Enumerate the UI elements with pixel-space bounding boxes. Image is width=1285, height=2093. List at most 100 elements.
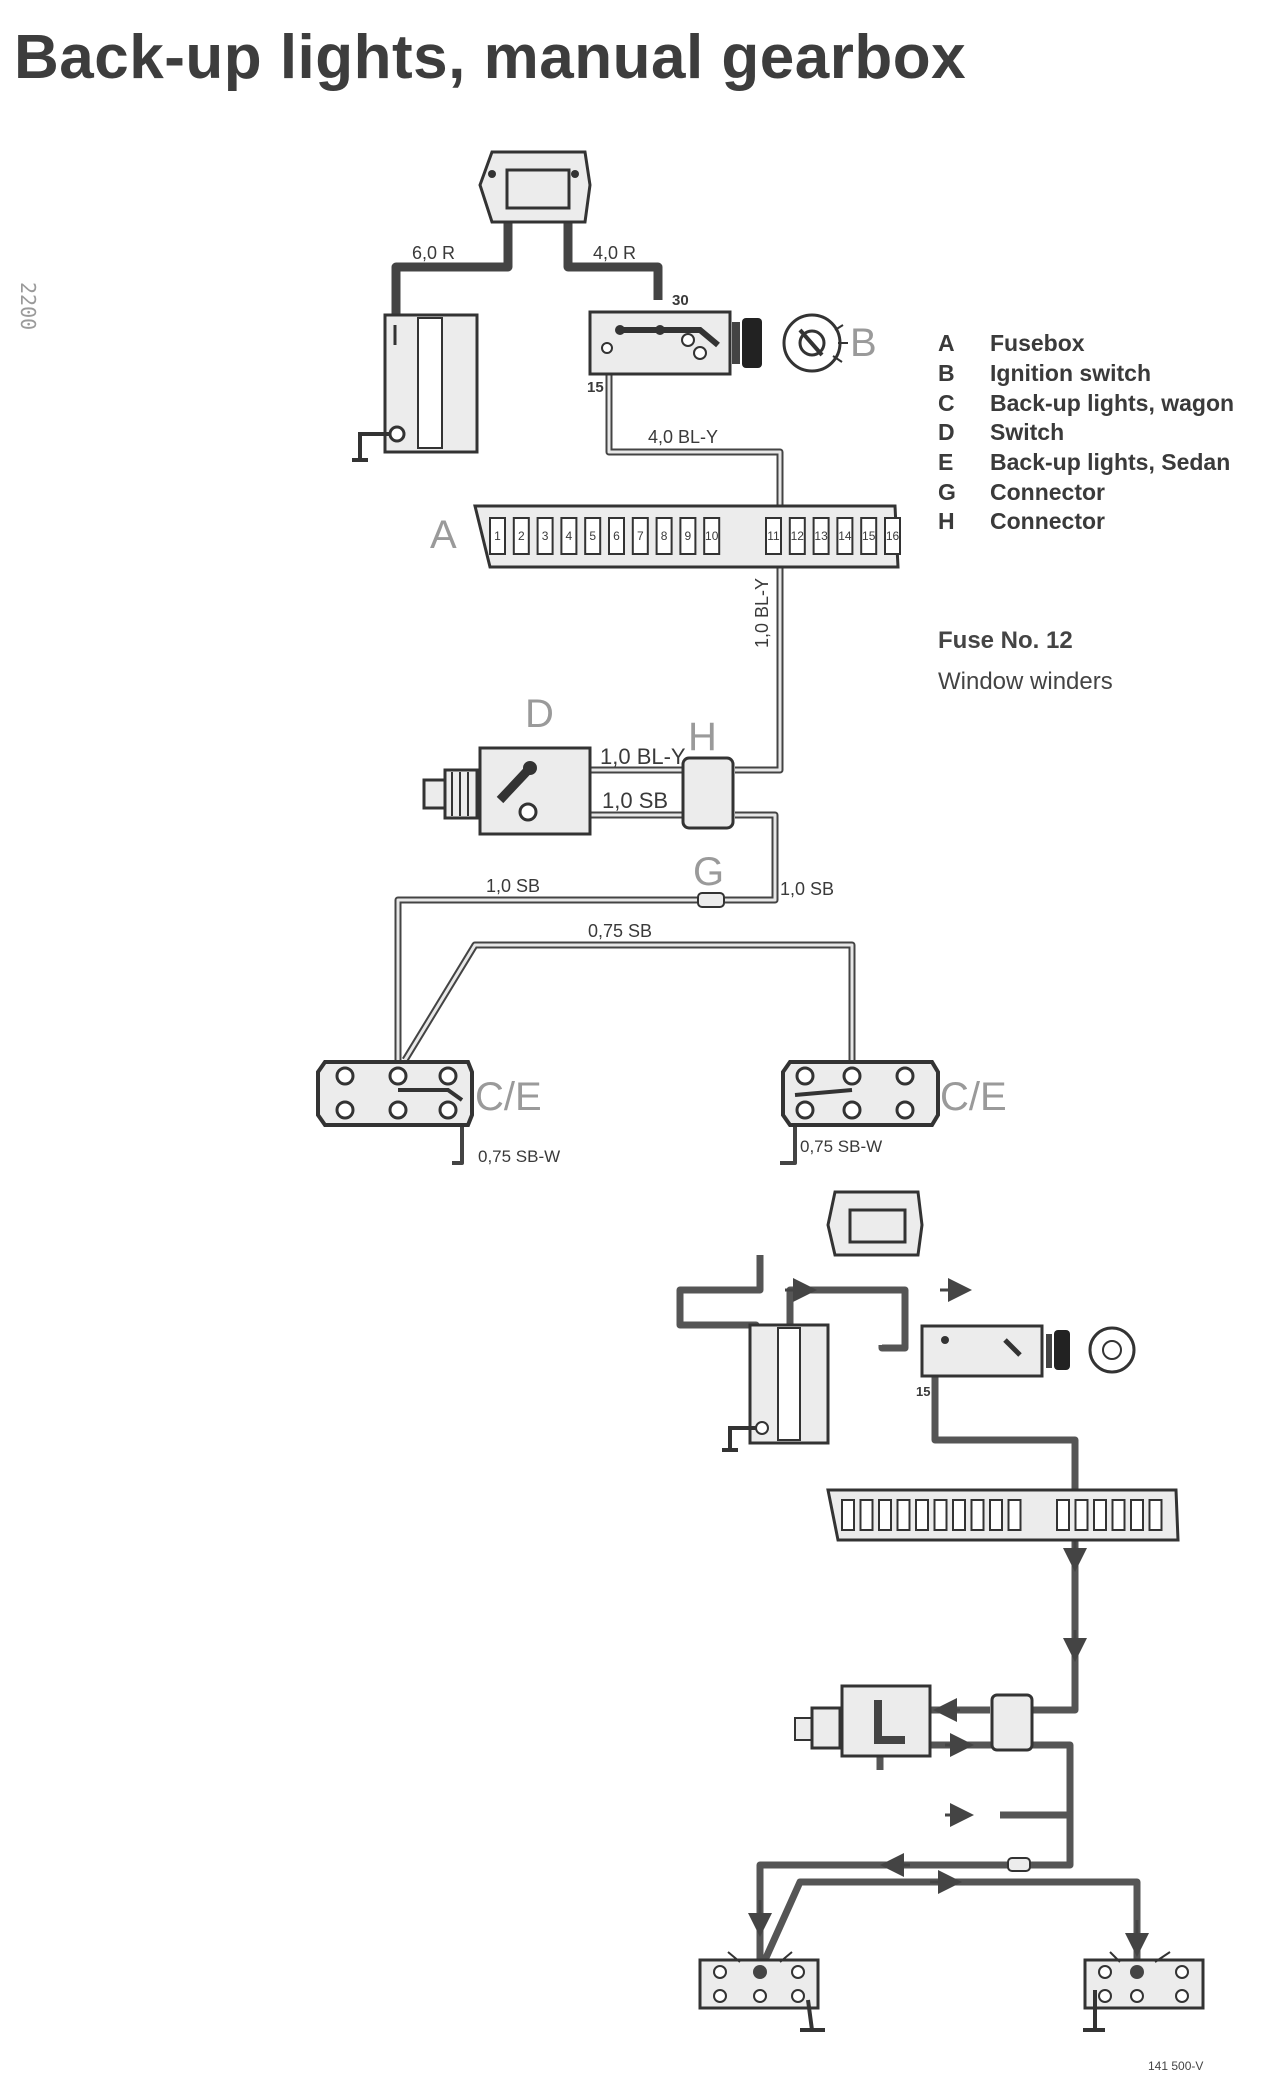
flow-arrows	[748, 1278, 1149, 1957]
fuse-number: 5	[589, 529, 596, 543]
terminal-30: 30	[672, 292, 689, 309]
lamp-right	[781, 1060, 940, 1127]
fuse-number: 1	[494, 529, 501, 543]
fuse-slot	[1148, 1499, 1163, 1531]
connector-h	[681, 756, 735, 830]
reverse-switch-lower	[794, 1684, 932, 1758]
legend-label: Switch	[990, 419, 1065, 446]
fuse-number: 10	[705, 529, 719, 543]
reference-code: 141 500-V	[1148, 2059, 1204, 2073]
lamp-right-letter: C/E	[940, 1075, 1007, 1119]
fuse-slot	[952, 1499, 966, 1531]
fuse-slot	[1056, 1499, 1070, 1531]
fuse-slot	[989, 1499, 1003, 1531]
fuse-slot	[560, 517, 578, 555]
fuse-slot	[812, 517, 830, 555]
legend-item-b: B Ignition switch	[938, 359, 1234, 389]
legend-item-h: H Connector	[938, 507, 1234, 537]
fuse-number: 11	[767, 529, 780, 543]
wire-label-10sb-right: 1,0 SB	[780, 879, 834, 899]
wire-label-075sbw-right: 0,75 SB-W	[800, 1137, 882, 1156]
fuse-slot	[1111, 1499, 1126, 1531]
connector-g-lower	[1007, 1857, 1031, 1872]
fuse-slot	[512, 517, 530, 555]
connector-g-letter: G	[693, 850, 724, 894]
legend-key: H	[938, 508, 955, 535]
fuse-slot	[584, 517, 602, 555]
fuse-number: 9	[685, 529, 692, 543]
wire-label-075sbw-left: 0,75 SB-W	[478, 1147, 560, 1166]
ignition-letter: B	[850, 321, 877, 365]
fuse-number: 16	[886, 529, 900, 543]
legend-item-d: D Switch	[938, 418, 1234, 448]
legend-key: E	[938, 449, 954, 476]
legend-label: Back-up lights, Sedan	[990, 449, 1231, 476]
fuse-slot	[1074, 1499, 1089, 1531]
fusebox-letter: A	[430, 513, 457, 557]
fuse-number: 7	[637, 529, 644, 543]
fuse-slot	[836, 517, 854, 555]
fuse-slot	[608, 517, 625, 555]
fuse-number: 13	[814, 529, 828, 543]
fuse-number: 15	[862, 529, 876, 543]
fuse-slot	[878, 1499, 892, 1531]
fuse-number: 14	[838, 529, 852, 543]
legend-key: B	[938, 360, 955, 387]
legend-label: Back-up lights, wagon	[990, 389, 1235, 416]
wire-label-40r: 4,0 R	[593, 243, 636, 263]
fuse-slot	[1007, 1499, 1022, 1531]
legend-item-e: E Back-up lights, Sedan	[938, 448, 1234, 478]
fuse-number: 8	[661, 529, 668, 543]
fuse-slot	[703, 517, 721, 555]
wire-label-10sb-switch: 1,0 SB	[602, 788, 668, 813]
wire-label-60r: 6,0 R	[412, 243, 455, 263]
battery	[352, 313, 479, 462]
wire-label-40bly: 4,0 BL-Y	[648, 427, 718, 447]
legend-label: Connector	[990, 478, 1105, 505]
fuse-slot	[655, 517, 673, 555]
ignition-switch	[588, 310, 848, 376]
fuse-slot	[679, 517, 697, 555]
fuse-number: 6	[613, 529, 620, 543]
wire-label-075sb: 0,75 SB	[588, 921, 652, 941]
fuse-description: Window winders	[938, 668, 1113, 695]
wire-label-10bly-vertical: 1,0 BL-Y	[752, 578, 772, 648]
wire-label-10bly-switch: 1,0 BL-Y	[600, 744, 686, 769]
fuse-number: 4	[566, 529, 573, 543]
legend-label: Connector	[990, 508, 1105, 535]
fuse-slot	[536, 517, 554, 555]
legend-key: D	[938, 419, 955, 446]
battery-lower	[722, 1323, 830, 1452]
fuse-slot	[1130, 1499, 1144, 1531]
fuse-slot	[884, 517, 901, 555]
fuse-number: 12	[791, 529, 805, 543]
fuse-slot	[841, 1499, 855, 1531]
fuse-title: Fuse No. 12	[938, 627, 1073, 654]
legend-key: A	[938, 330, 955, 357]
terminal-15-lower: 15	[916, 1384, 930, 1399]
terminal-15: 15	[587, 379, 604, 396]
legend-key: G	[938, 478, 956, 505]
legend-item-a: A Fusebox	[938, 329, 1234, 359]
fuse-number: 3	[542, 529, 549, 543]
fuse-number: 2	[518, 529, 525, 543]
fuse-slot	[765, 517, 782, 555]
fuse-slot	[896, 1499, 911, 1531]
legend-label: Fusebox	[990, 330, 1085, 357]
fuse-slot	[788, 517, 806, 555]
fuse-slot	[489, 517, 506, 555]
legend-label: Ignition switch	[990, 360, 1151, 387]
ignition-switch-lower	[920, 1324, 1136, 1378]
lamp-left-lower	[698, 1951, 825, 2032]
page-title: Back-up lights, manual gearbox	[14, 23, 967, 92]
wire-label-10sb-left: 1,0 SB	[486, 876, 540, 896]
connector-h-letter: H	[688, 715, 717, 759]
wires-upper	[391, 220, 856, 1165]
fuse-slot	[970, 1499, 985, 1531]
reverse-switch	[422, 746, 592, 836]
fuse-slot	[915, 1499, 929, 1531]
